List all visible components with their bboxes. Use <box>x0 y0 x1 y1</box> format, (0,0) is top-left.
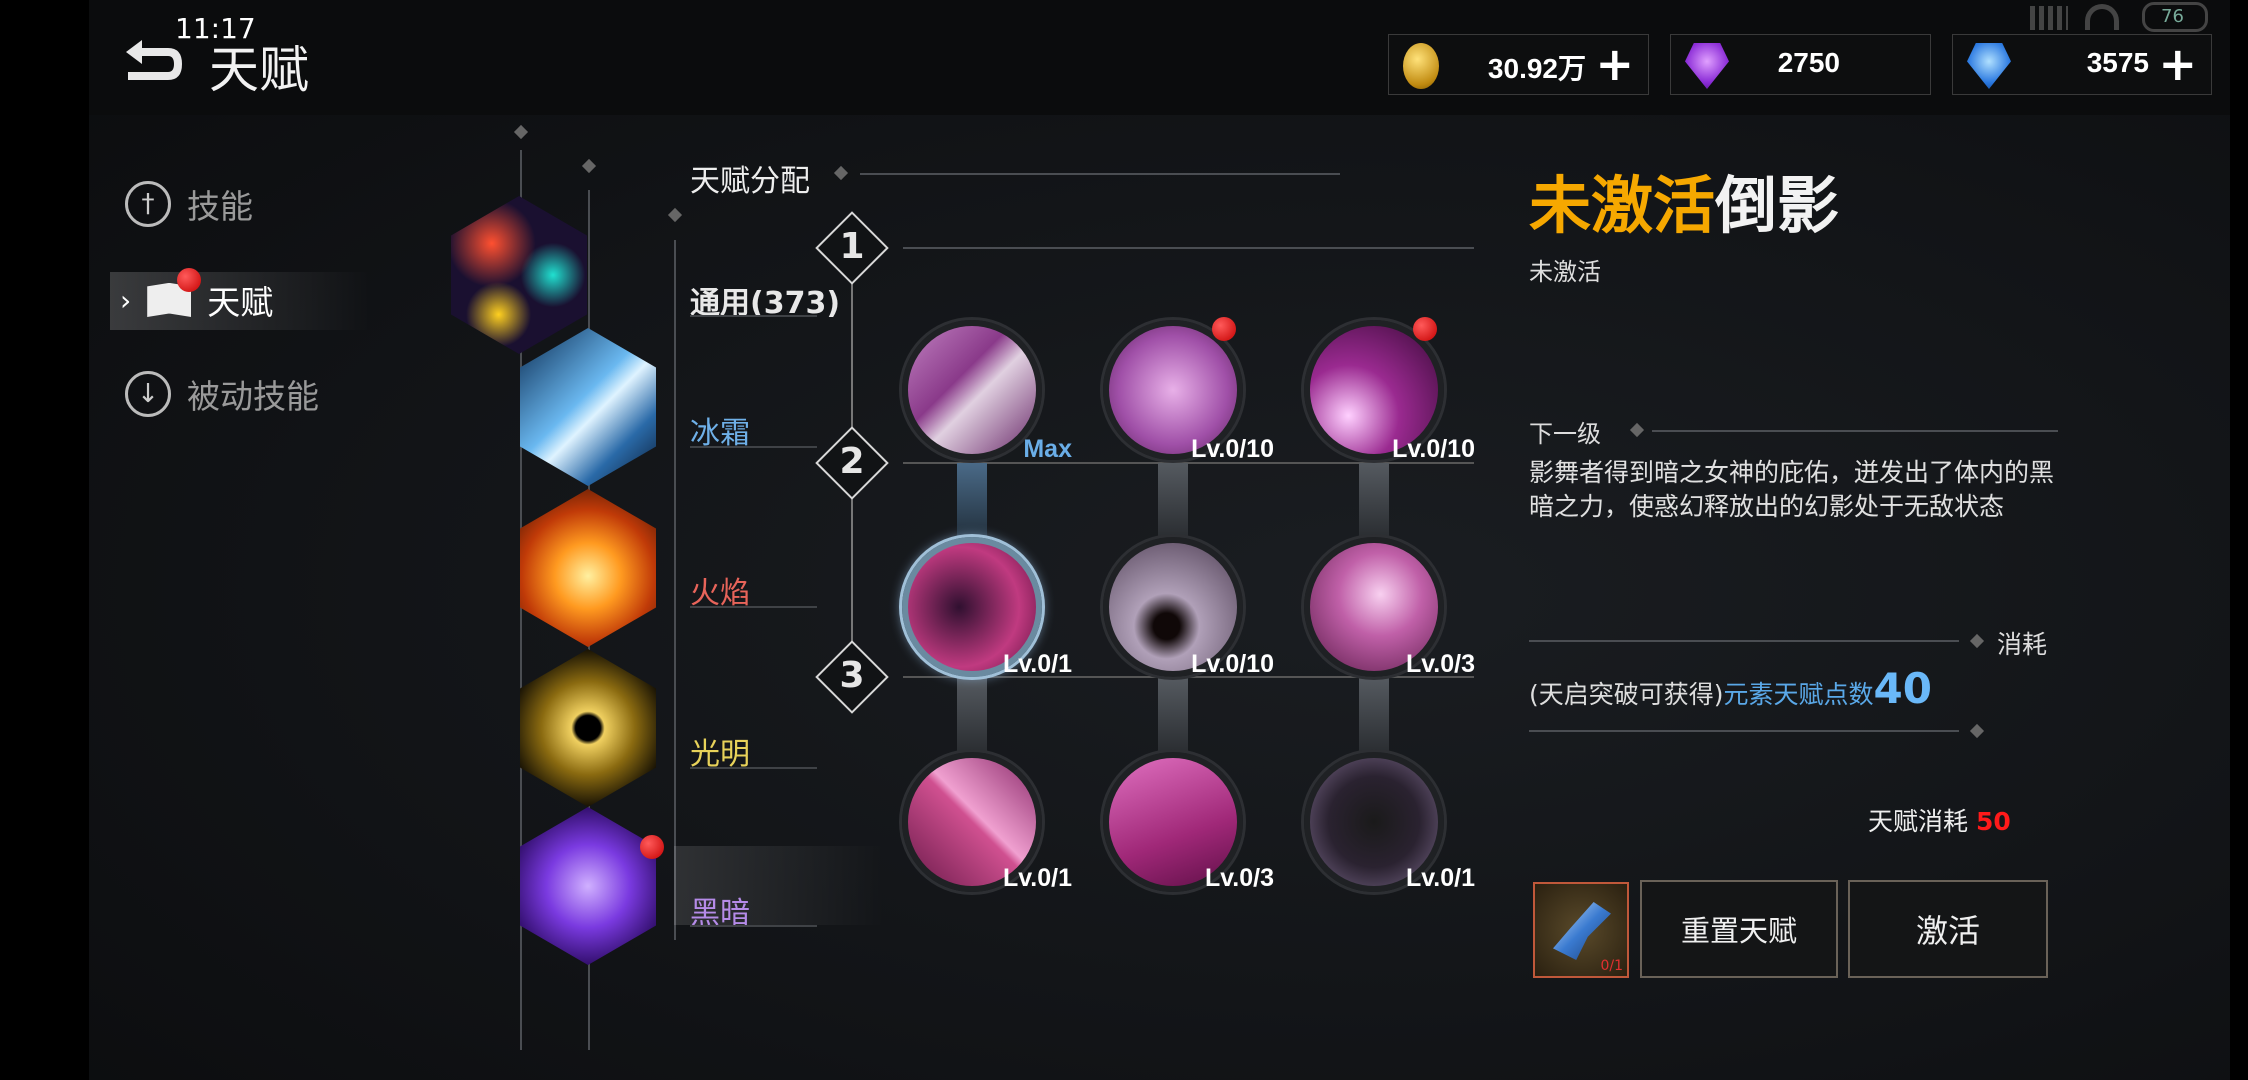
back-arrow-icon[interactable] <box>120 36 186 82</box>
section-title: 天赋分配 <box>690 164 810 199</box>
tier-line <box>903 462 1474 464</box>
skill-icon[interactable] <box>1103 752 1243 892</box>
divider <box>690 446 817 448</box>
next-level-label: 下一级 <box>1529 420 1601 448</box>
skill-connector <box>1359 678 1389 753</box>
status-word: 未激活 <box>1529 169 1716 242</box>
talent-name: 倒影 <box>1715 169 1840 242</box>
divider <box>690 315 817 317</box>
currency-gold: 30.92万 + <box>1388 34 1649 95</box>
notification-badge <box>1413 317 1437 341</box>
tier-line <box>903 247 1474 249</box>
sidebar-item-label: 被动技能 <box>187 377 319 416</box>
skill-icon[interactable] <box>1304 752 1444 892</box>
skill-level: Lv.0/10 <box>1191 650 1274 678</box>
notification-badge <box>177 268 201 292</box>
sidebar-item-label: 天赋 <box>207 283 274 322</box>
skill-connector <box>957 463 987 538</box>
divider <box>674 240 676 940</box>
category-fire[interactable]: 火焰 <box>690 576 750 611</box>
sword-wings-icon: † <box>125 181 171 227</box>
wifi-icon <box>2085 4 2119 30</box>
sidebar-item-talent[interactable]: › 天赋 <box>120 276 273 324</box>
gold-coin-icon <box>1403 43 1439 89</box>
talent-description: 影舞者得到暗之女神的庇佑，迸发出了体内的黑暗之力，使惑幻释放出的幻影处于无敌状态 <box>1529 458 2055 521</box>
cost-prefix: (天启突破可获得) <box>1529 680 1724 709</box>
reset-item-slot[interactable]: 0/1 <box>1533 882 1629 978</box>
skill-connector <box>1158 678 1188 753</box>
tier-number: 1 <box>839 226 865 267</box>
battery-icon: 76 <box>2142 2 2208 32</box>
talent-status: 未激活 <box>1529 258 1601 286</box>
category-hex-frost[interactable] <box>520 328 656 486</box>
purple-gem-icon <box>1685 43 1729 89</box>
divider <box>1529 730 1959 732</box>
cost-value: 40 <box>1873 664 1932 713</box>
cost-row: (天启突破可获得) 元素天赋点数 40 <box>1529 664 1932 713</box>
skill-level: Lv.0/1 <box>1002 864 1072 892</box>
divider <box>1529 640 1959 642</box>
currency-value: 3575 <box>2086 47 2149 78</box>
skill-icon[interactable] <box>902 320 1042 460</box>
skill-level: Lv.0/10 <box>1191 435 1274 463</box>
category-light[interactable]: 光明 <box>690 737 750 772</box>
divider <box>690 767 817 769</box>
notification-badge <box>1212 317 1236 341</box>
category-frost[interactable]: 冰霜 <box>690 416 750 451</box>
item-count: 0/1 <box>1600 958 1623 974</box>
skill-level: Lv.0/1 <box>1405 864 1475 892</box>
add-blue-gem-button[interactable]: + <box>2158 37 2197 91</box>
chevron-right-icon: › <box>120 283 132 317</box>
skill-icon[interactable] <box>902 752 1042 892</box>
currency-value: 30.92万 <box>1487 53 1586 84</box>
notification-badge <box>640 835 664 859</box>
status-time: 11:17 <box>175 12 256 45</box>
skill-connector <box>1158 463 1188 538</box>
activate-button[interactable]: 激活 <box>1848 880 2048 978</box>
currency-value: 2750 <box>1777 47 1840 78</box>
sidebar-item-passive[interactable]: ↓ 被动技能 <box>125 370 319 418</box>
currency-blue-gem: 3575 + <box>1952 34 2212 95</box>
crystal-item-icon <box>1553 902 1611 960</box>
skill-icon-selected[interactable] <box>902 537 1042 677</box>
divider <box>690 925 817 927</box>
tier-number: 3 <box>839 655 865 696</box>
skill-level: Lv.0/3 <box>1405 650 1475 678</box>
passive-skill-icon: ↓ <box>125 371 171 417</box>
selected-category-highlight <box>674 846 884 925</box>
tier-line <box>903 676 1474 678</box>
talent-cost: 天赋消耗 50 <box>1868 802 2011 838</box>
skill-connector <box>1359 463 1389 538</box>
skill-icon[interactable] <box>1304 537 1444 677</box>
blue-gem-icon <box>1967 43 2011 89</box>
cost-item: 元素天赋点数 <box>1723 680 1874 709</box>
talent-cost-label: 天赋消耗 <box>1868 807 1969 836</box>
talent-name-heading: 未激活倒影 <box>1529 155 1839 245</box>
skill-icon[interactable] <box>1103 320 1243 460</box>
divider <box>690 606 817 608</box>
skill-icon[interactable] <box>1304 320 1444 460</box>
skill-icon[interactable] <box>1103 537 1243 677</box>
divider <box>1652 430 2058 432</box>
skill-level: Max <box>1023 435 1072 463</box>
reset-talent-button[interactable]: 重置天赋 <box>1640 880 1838 978</box>
skill-level: Lv.0/3 <box>1204 864 1274 892</box>
skill-level: Lv.0/10 <box>1392 435 1475 463</box>
page-title: 天赋 <box>209 41 309 99</box>
sidebar-item-skills[interactable]: † 技能 <box>125 180 253 228</box>
currency-purple-gem: 2750 <box>1670 34 1931 95</box>
sidebar-item-label: 技能 <box>187 187 253 226</box>
signal-icon <box>2030 6 2068 30</box>
add-gold-button[interactable]: + <box>1595 37 1634 91</box>
skill-connector <box>957 678 987 753</box>
tier-number: 2 <box>839 441 865 482</box>
cost-label: 消耗 <box>1997 630 2048 659</box>
skill-level: Lv.0/1 <box>1002 650 1072 678</box>
divider <box>860 173 1340 175</box>
talent-cost-value: 50 <box>1975 807 2011 836</box>
